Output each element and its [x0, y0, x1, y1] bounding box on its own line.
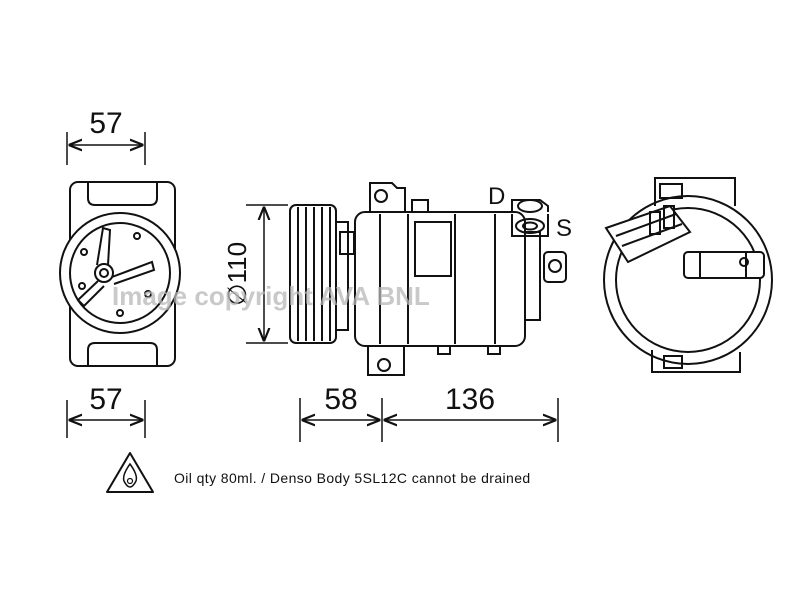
discharge-port — [511, 199, 549, 212]
clutch-hub — [94, 263, 114, 283]
watermark: Image copyright AVA BNL — [112, 281, 430, 311]
dim-body-diameter — [246, 204, 288, 344]
rear-view — [603, 177, 773, 373]
dim-front-bottom-label: 57 — [89, 383, 122, 416]
dim-front-top-label: 57 — [89, 107, 122, 140]
dim-body-diameter-label: ∅110 — [222, 242, 252, 306]
oil-drop-warning-icon — [106, 452, 154, 493]
port-label-suction: S — [556, 215, 572, 242]
dim-pulley-length-label: 58 — [324, 383, 357, 416]
dim-front-bottom — [66, 400, 146, 438]
dim-body-length-label: 136 — [445, 383, 495, 416]
rear-fitting-block — [683, 251, 765, 279]
rear-manifold — [604, 204, 692, 264]
dim-front-top — [66, 132, 146, 165]
dim-length — [299, 398, 559, 442]
note-text: Oil qty 80ml. / Denso Body 5SL12C cannot… — [174, 470, 531, 486]
front-view — [59, 181, 181, 367]
side-view — [289, 182, 567, 376]
top-mount-lug — [369, 182, 406, 212]
port-label-discharge: D — [488, 183, 505, 210]
suction-port — [511, 214, 549, 237]
bottom-mount-lug — [367, 346, 405, 376]
